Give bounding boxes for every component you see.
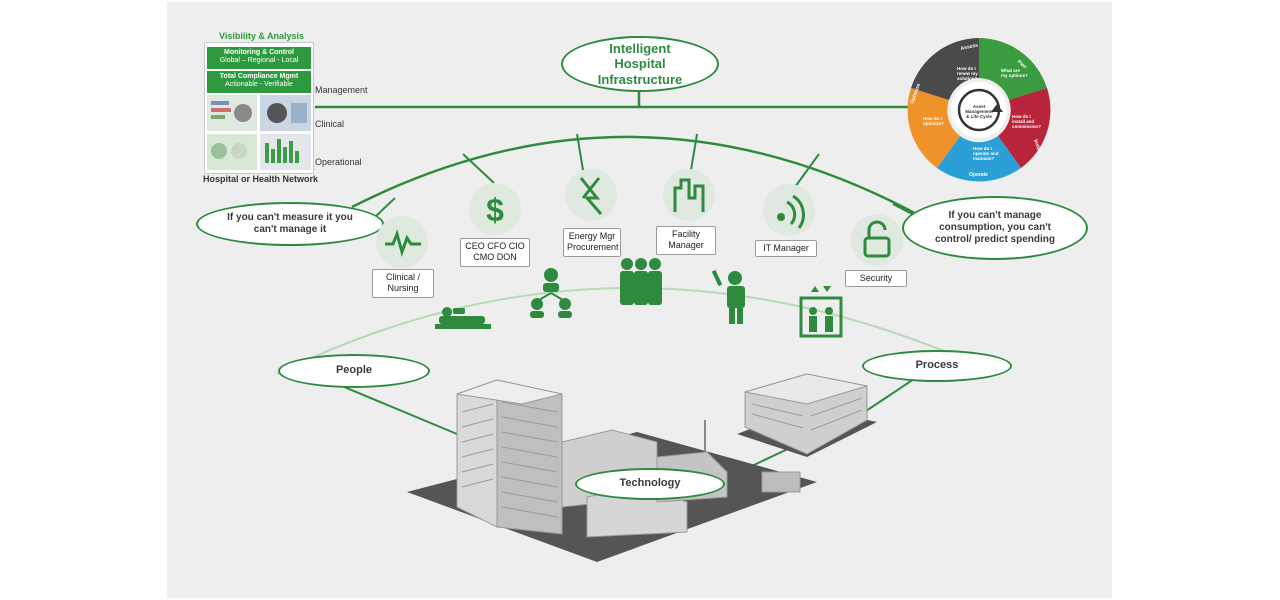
hub-oval: Intelligent Hospital Infrastructure (561, 36, 719, 92)
process-label: Process (915, 359, 959, 372)
people-oval: People (278, 354, 430, 388)
role-clinical-nursing: Clinical / Nursing (372, 269, 434, 298)
role-facility-manager: Facility Manager (656, 226, 716, 255)
compliance-bar: Total Compliance Mgmt Actionable - Verif… (207, 71, 311, 93)
role-it-manager: IT Manager (755, 240, 817, 258)
visibility-title: Visibility & Analysis (219, 31, 305, 41)
spoke-energy (576, 133, 584, 171)
left-quote-connector (374, 197, 396, 218)
roles-arc (351, 135, 923, 219)
people-connector (336, 383, 458, 435)
left-quote-oval: If you can't measure it you can't manage… (196, 202, 384, 246)
dashboard-thumbnails (207, 95, 311, 170)
process-connector (856, 376, 918, 418)
tier-clinical-label: Clinical (315, 119, 345, 129)
left-quote-text: If you can't measure it you can't manage… (227, 212, 353, 235)
role-executives: CEO CFO CIO CMO DON (460, 238, 530, 267)
spoke-dollar (462, 153, 495, 184)
network-label: Hospital or Health Network (203, 174, 319, 184)
right-quote-oval: If you can't manage consumption, you can… (902, 196, 1088, 260)
hub-title: Intelligent Hospital Infrastructure (597, 40, 683, 87)
process-oval: Process (862, 350, 1012, 382)
tier-operational-label: Operational (315, 157, 362, 167)
technology-label: Technology (619, 477, 681, 490)
tier-management-label: Management (315, 85, 368, 95)
spoke-facility (690, 133, 698, 171)
spoke-it (794, 153, 820, 188)
technology-connector (721, 446, 793, 481)
people-label: People (335, 364, 373, 377)
monitoring-bar: Monitoring & Control Global – Regional -… (207, 47, 311, 69)
role-energy-procurement: Energy Mgr Procurement (563, 228, 621, 257)
network-dashboard-panel: Monitoring & Control Global – Regional -… (204, 42, 314, 174)
right-quote-text: If you can't manage consumption, you can… (934, 210, 1055, 245)
role-security: Security (845, 270, 907, 288)
right-quote-connector (892, 203, 913, 215)
technology-oval: Technology (575, 468, 725, 500)
diagram-canvas: Visibility & Analysis Monitoring & Contr… (167, 2, 1112, 598)
